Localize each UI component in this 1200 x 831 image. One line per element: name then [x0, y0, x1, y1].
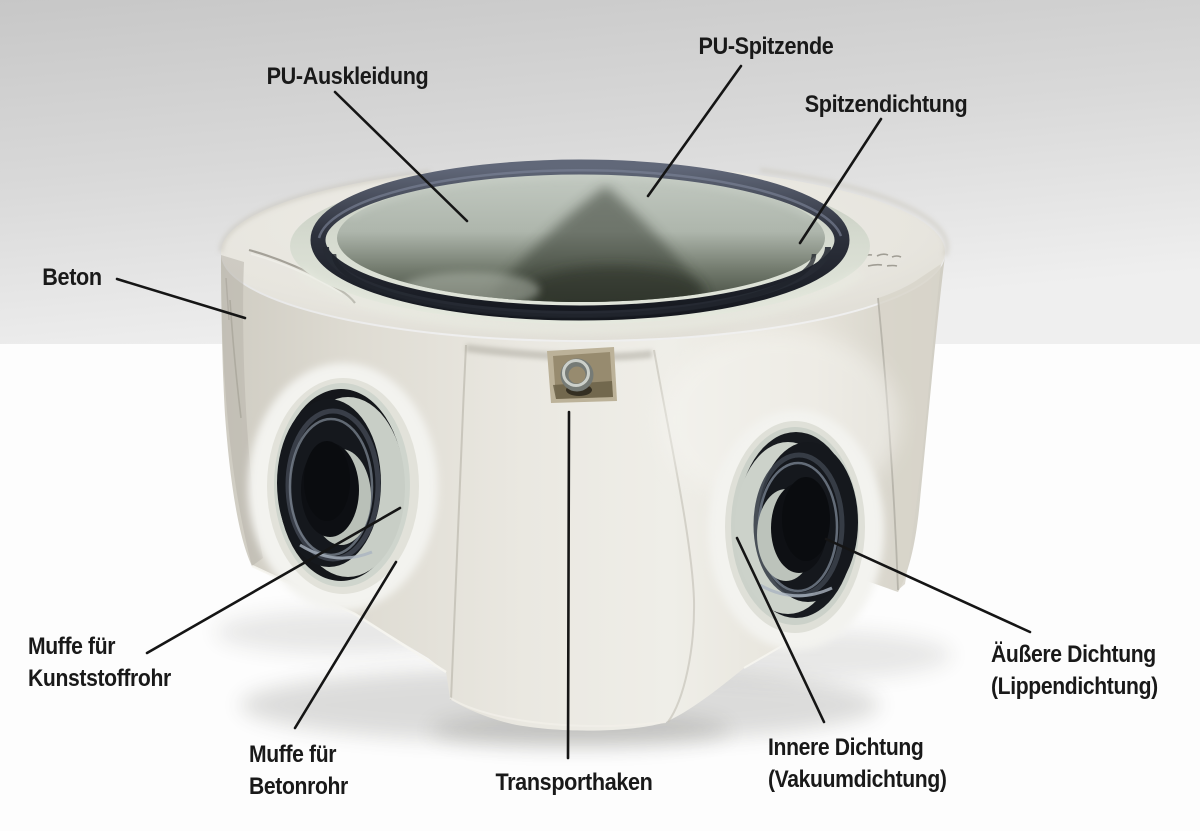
label-pu-spitzende: PU-Spitzende: [698, 33, 834, 60]
left-socket-seal-glint: [299, 543, 373, 560]
left-socket: [248, 363, 438, 611]
leader-line-spitzendichtung: [798, 117, 883, 245]
leader-line-muffe-kunststoffrohr: [145, 506, 402, 655]
leader-line-transporthaken: [566, 410, 571, 760]
label-transporthaken: Transporthaken: [495, 769, 653, 796]
spitzendichtung-gasket: [310, 159, 850, 321]
leader-line-beton: [115, 277, 247, 320]
leader-line-pu-spitzende: [646, 64, 743, 198]
top-opening: [290, 159, 870, 334]
label-muffe-kunststoffrohr: Muffe für Kunststoffrohr: [28, 633, 171, 692]
label-innere-dichtung: Innere Dichtung (Vakuumdichtung): [768, 734, 947, 793]
leader-line-pu-auskleidung: [333, 90, 469, 223]
leader-line-aeussere-dichtung: [824, 537, 1032, 634]
right-socket-seal-glint: [759, 583, 833, 598]
right-socket: [708, 410, 884, 650]
leader-lines: [115, 64, 1032, 760]
leader-line-innere-dichtung: [735, 536, 826, 724]
right-chipped-facet: [878, 264, 941, 590]
leader-line-muffe-betonrohr: [293, 560, 398, 730]
label-beton: Beton: [42, 264, 102, 291]
label-pu-auskleidung: PU-Auskleidung: [266, 63, 429, 90]
facet-crease-left: [450, 344, 467, 701]
label-aeussere-dichtung: Äußere Dichtung (Lippendichtung): [991, 641, 1158, 700]
left-facet-shade: [221, 255, 263, 566]
transport-hook: [547, 347, 617, 403]
label-muffe-betonrohr: Muffe für Betonrohr: [249, 741, 348, 800]
label-spitzendichtung: Spitzendichtung: [804, 91, 968, 118]
